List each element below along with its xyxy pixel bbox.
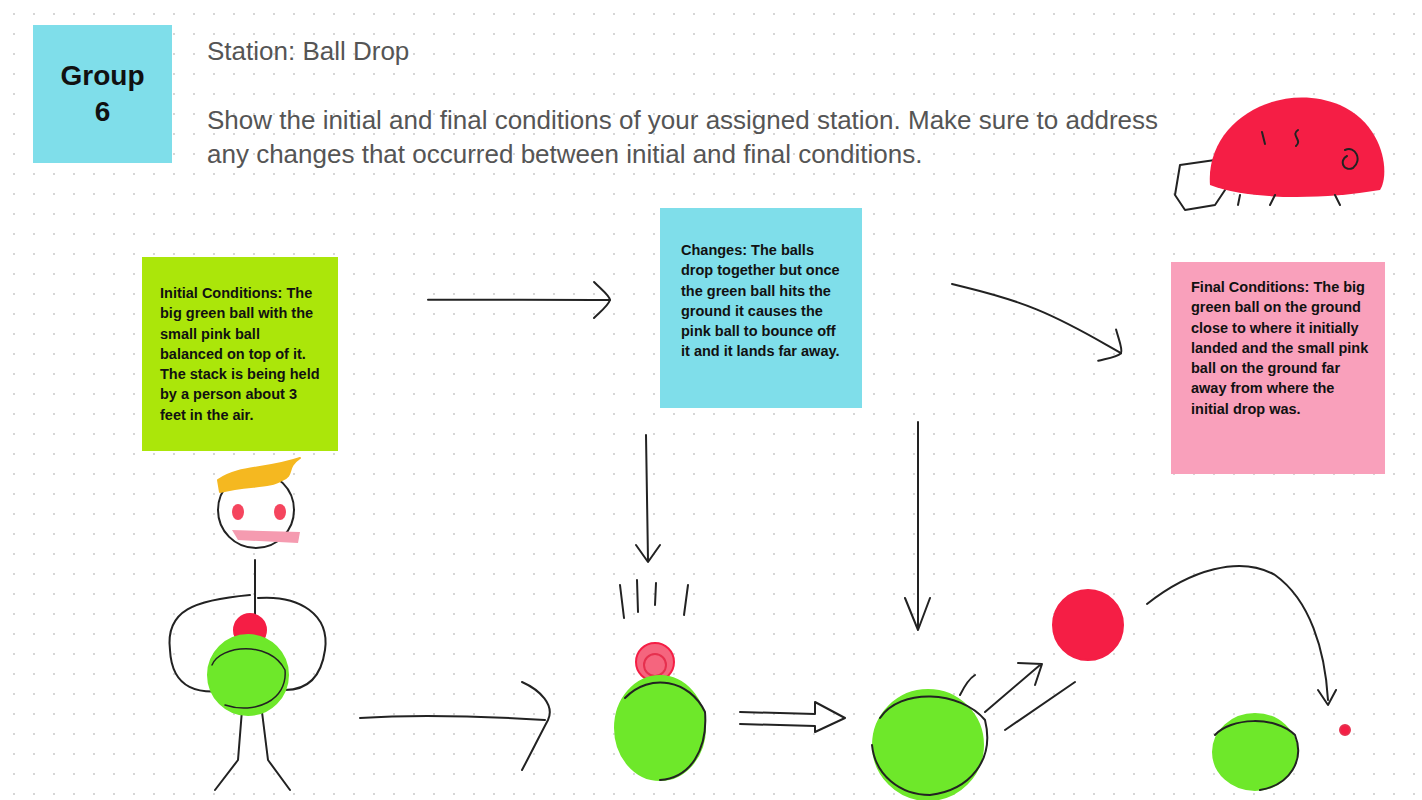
turtle-doodle — [1175, 97, 1384, 210]
falling-balls — [615, 580, 705, 780]
instruction-note: Show the initial and final conditions of… — [207, 104, 1167, 172]
bounce-balls — [872, 566, 1350, 800]
pointer-arrow — [636, 435, 660, 562]
initial-box: Initial Conditions: The big green ball w… — [142, 257, 338, 451]
final-box: Final Conditions: The big green ball on … — [1171, 262, 1385, 474]
node-text: Final Conditions: The big green ball on … — [1191, 277, 1373, 419]
node-text: Initial Conditions: The big green ball w… — [160, 283, 324, 425]
pointer-arrow — [905, 422, 930, 630]
flow-arrow — [428, 299, 610, 301]
group-box: Group 6 — [33, 25, 172, 163]
scene-arrow — [360, 682, 550, 770]
changes-box: Changes: The balls drop together but onc… — [660, 208, 862, 408]
node-text: Group 6 — [51, 58, 154, 131]
node-text: Changes: The balls drop together but onc… — [681, 240, 848, 362]
scene-arrow — [740, 702, 845, 732]
flow-arrow — [952, 284, 1121, 353]
person-figure — [169, 458, 325, 790]
station-title: Station: Ball Drop — [207, 36, 409, 67]
